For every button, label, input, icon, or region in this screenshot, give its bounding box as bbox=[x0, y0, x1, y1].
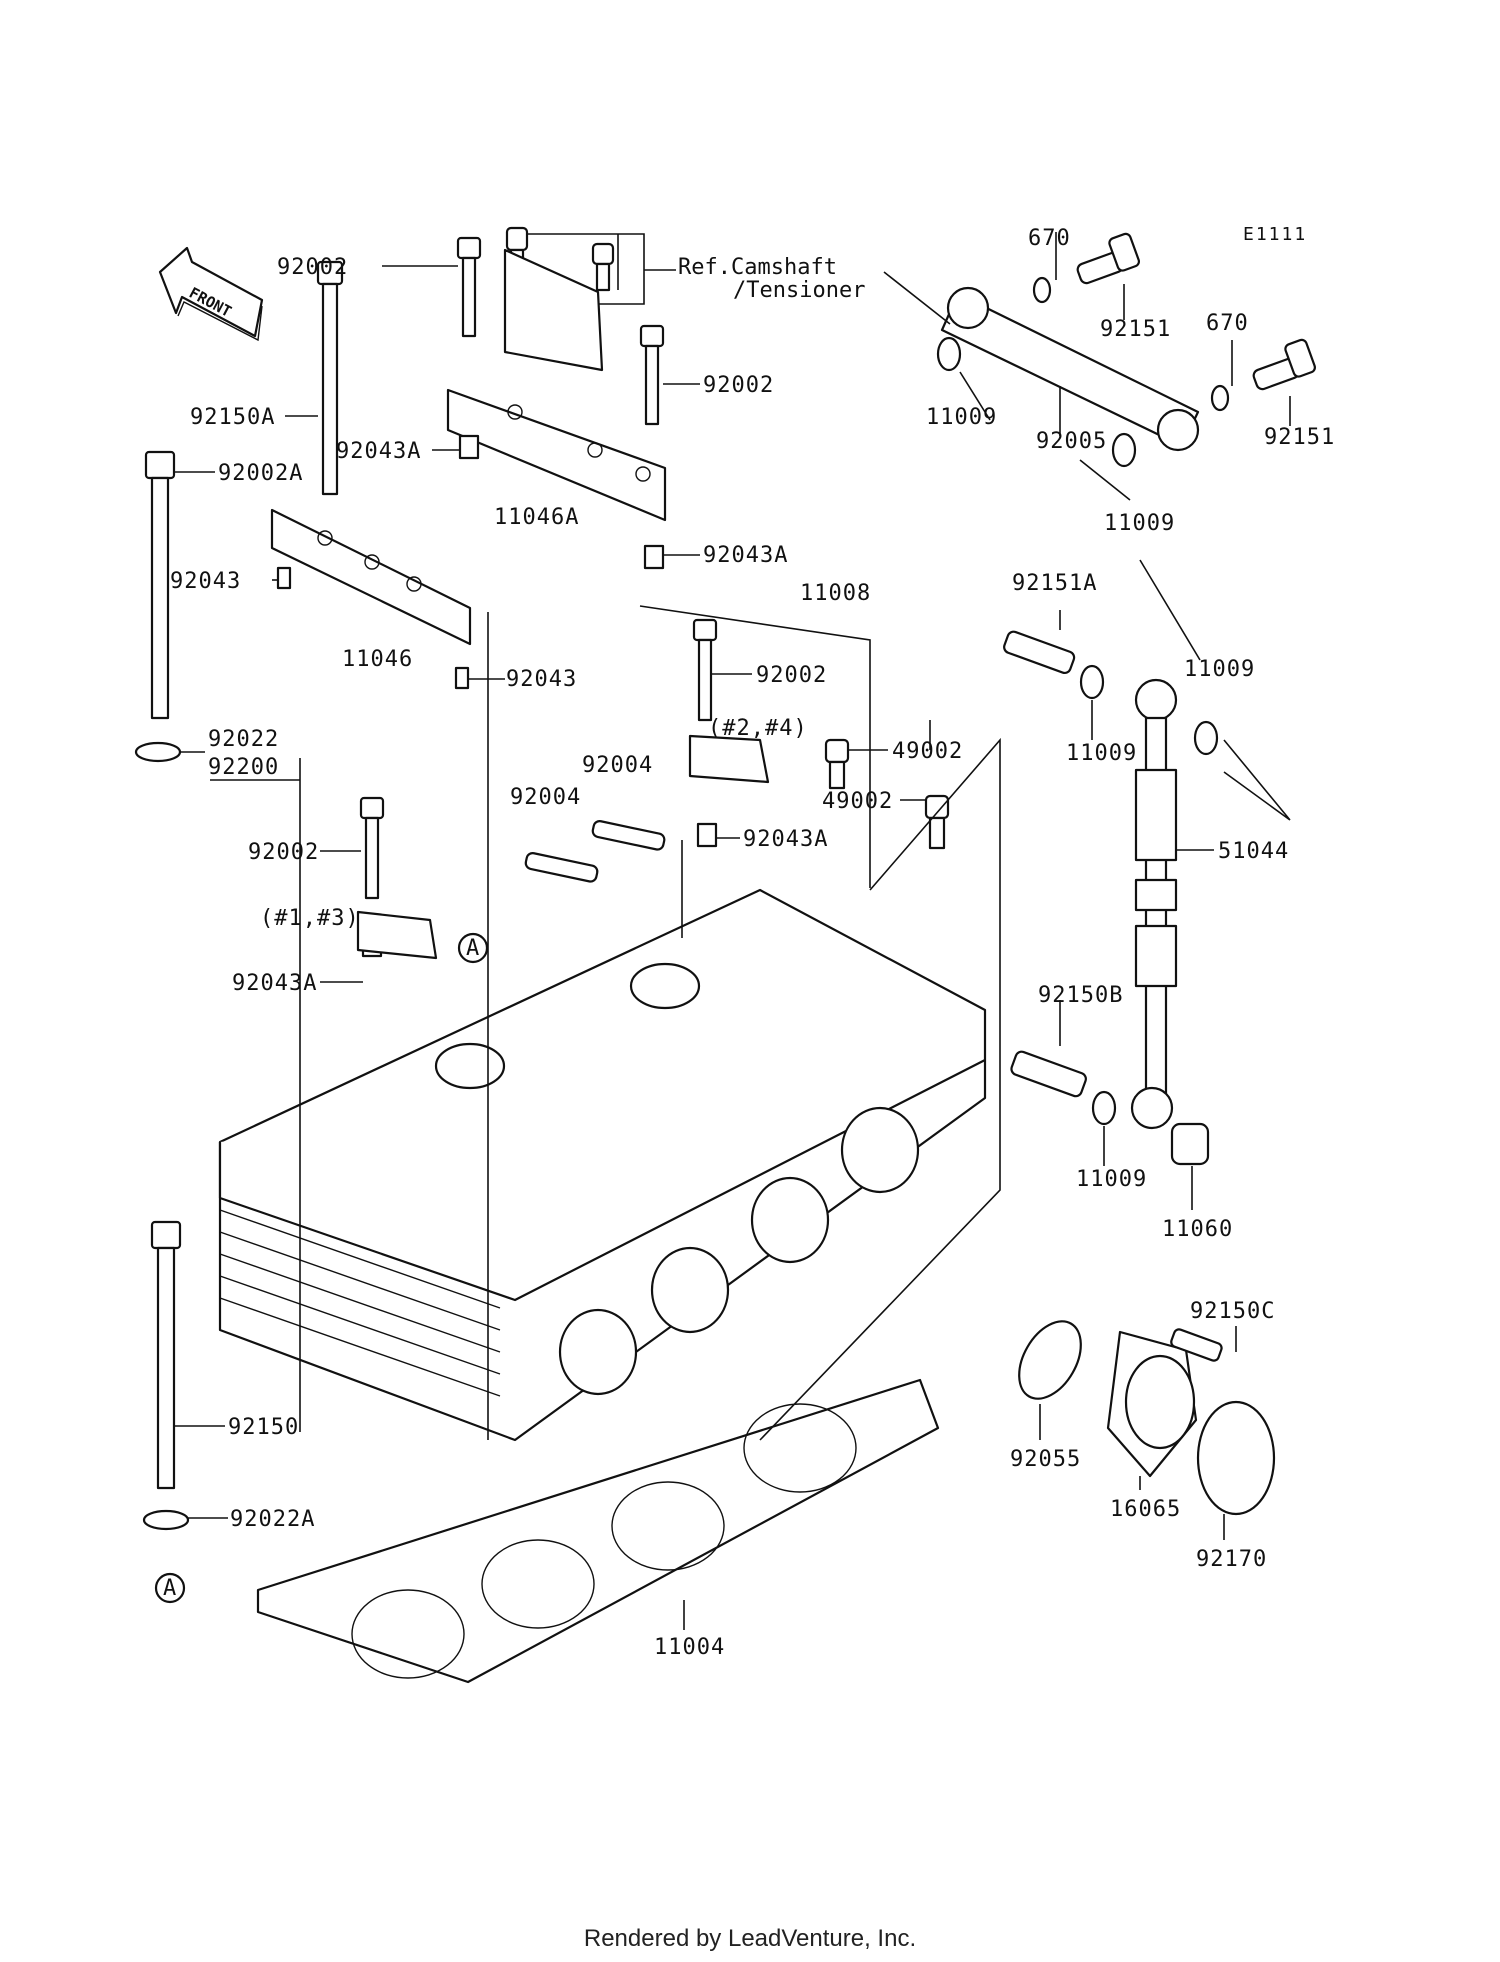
part-label-11009: 11009 bbox=[1076, 1167, 1147, 1192]
part-label-11009: 11009 bbox=[1066, 741, 1137, 766]
part-label-49002: 49002 bbox=[822, 789, 893, 814]
collar-11060 bbox=[1170, 1122, 1210, 1166]
part-label-92043: 92043 bbox=[170, 569, 241, 594]
bolt-92150C bbox=[1170, 1328, 1223, 1362]
ref-bracket-line bbox=[520, 233, 676, 305]
ref-camshaft-label: Ref.Camshaft bbox=[678, 255, 837, 280]
camshaft-holder-11046A bbox=[446, 248, 667, 522]
part-label-92043: 92043 bbox=[506, 667, 577, 692]
part-label-92004: 92004 bbox=[510, 785, 581, 810]
part-label-11009: 11009 bbox=[1184, 657, 1255, 682]
reed-valve-49002 bbox=[824, 738, 950, 850]
camshaft-holder-11046 bbox=[270, 508, 472, 646]
cap-label-2-4: (#2,#4) bbox=[708, 716, 808, 741]
part-label-11009: 11009 bbox=[926, 405, 997, 430]
marker-a-upper: A bbox=[457, 932, 489, 964]
part-label-92150C: 92150C bbox=[1190, 1299, 1275, 1324]
oil-pipe-92005 bbox=[940, 286, 1200, 452]
head-gasket-11004 bbox=[256, 1378, 940, 1684]
part-label-11009: 11009 bbox=[1104, 511, 1175, 536]
part-label-92043A: 92043A bbox=[743, 827, 828, 852]
svg-text:A: A bbox=[466, 936, 480, 961]
ref-tensioner-label: /Tensioner bbox=[733, 278, 865, 303]
part-label-92200: 92200 bbox=[208, 755, 279, 780]
banjo-bolt-92150B bbox=[1010, 1050, 1087, 1098]
svg-text:A: A bbox=[163, 1576, 177, 1601]
cap-label-1-3: (#1,#3) bbox=[260, 906, 360, 931]
long-bolt-92150A bbox=[316, 260, 344, 496]
part-label-670: 670 bbox=[1028, 226, 1071, 251]
long-bolt-92150 bbox=[150, 1220, 182, 1490]
part-label-92002: 92002 bbox=[277, 255, 348, 280]
footer-credit: Rendered by LeadVenture, Inc. bbox=[584, 1925, 916, 1952]
part-label-92002: 92002 bbox=[248, 840, 319, 865]
part-label-51044: 51044 bbox=[1218, 839, 1289, 864]
oil-hose-51044 bbox=[1130, 678, 1178, 1130]
carb-holder-16065 bbox=[1106, 1330, 1198, 1478]
washer-92022 bbox=[134, 741, 182, 763]
bolt-92002 bbox=[359, 236, 718, 900]
part-label-11060: 11060 bbox=[1162, 1217, 1233, 1242]
part-label-92002: 92002 bbox=[703, 373, 774, 398]
clamp-92170 bbox=[1196, 1400, 1276, 1516]
banjo-bolt-92151 bbox=[1076, 232, 1316, 391]
part-label-92151: 92151 bbox=[1100, 317, 1171, 342]
front-arrow-icon: FRONT bbox=[158, 246, 264, 342]
washer-11009 bbox=[936, 336, 1219, 1126]
part-label-92005: 92005 bbox=[1036, 429, 1107, 454]
part-label-92002A: 92002A bbox=[218, 461, 303, 486]
o-ring-92055 bbox=[1018, 1320, 1082, 1400]
part-label-49002: 49002 bbox=[892, 739, 963, 764]
part-label-92150A: 92150A bbox=[190, 405, 275, 430]
part-label-11046: 11046 bbox=[342, 647, 413, 672]
part-label-92055: 92055 bbox=[1010, 1447, 1081, 1472]
marker-a-lower: A bbox=[154, 1572, 186, 1604]
leader-lines bbox=[174, 232, 1291, 1630]
cylinder-head bbox=[218, 888, 987, 1442]
part-label-92043A: 92043A bbox=[336, 439, 421, 464]
long-bolt-92002A bbox=[144, 450, 176, 720]
part-labels: 92002 92002 92150A 92002A 92043A 11046A … bbox=[170, 226, 1335, 1660]
part-label-11008: 11008 bbox=[800, 581, 871, 606]
part-label-92150B: 92150B bbox=[1038, 983, 1123, 1008]
banjo-bolt-92151A bbox=[1003, 630, 1076, 675]
part-label-92043A: 92043A bbox=[703, 543, 788, 568]
part-label-11004: 11004 bbox=[654, 1635, 725, 1660]
part-label-92022: 92022 bbox=[208, 727, 279, 752]
washer-92022A bbox=[142, 1509, 190, 1531]
part-label-92022A: 92022A bbox=[230, 1507, 315, 1532]
stud-92004 bbox=[524, 820, 666, 883]
part-label-16065: 16065 bbox=[1110, 1497, 1181, 1522]
part-label-92151: 92151 bbox=[1264, 425, 1335, 450]
part-label-92043A: 92043A bbox=[232, 971, 317, 996]
diagram-code: E1111 bbox=[1243, 224, 1307, 245]
o-ring-670-b bbox=[1210, 384, 1230, 412]
part-label-11046A: 11046A bbox=[494, 505, 579, 530]
cam-cap-2-4 bbox=[688, 734, 770, 784]
part-label-92170: 92170 bbox=[1196, 1547, 1267, 1572]
cam-cap-1-3 bbox=[356, 910, 438, 960]
part-label-92002: 92002 bbox=[756, 663, 827, 688]
part-label-92150: 92150 bbox=[228, 1415, 299, 1440]
part-label-92004: 92004 bbox=[582, 753, 653, 778]
o-ring-670-a bbox=[1032, 276, 1052, 304]
part-label-92151A: 92151A bbox=[1012, 571, 1097, 596]
part-label-670: 670 bbox=[1206, 311, 1249, 336]
